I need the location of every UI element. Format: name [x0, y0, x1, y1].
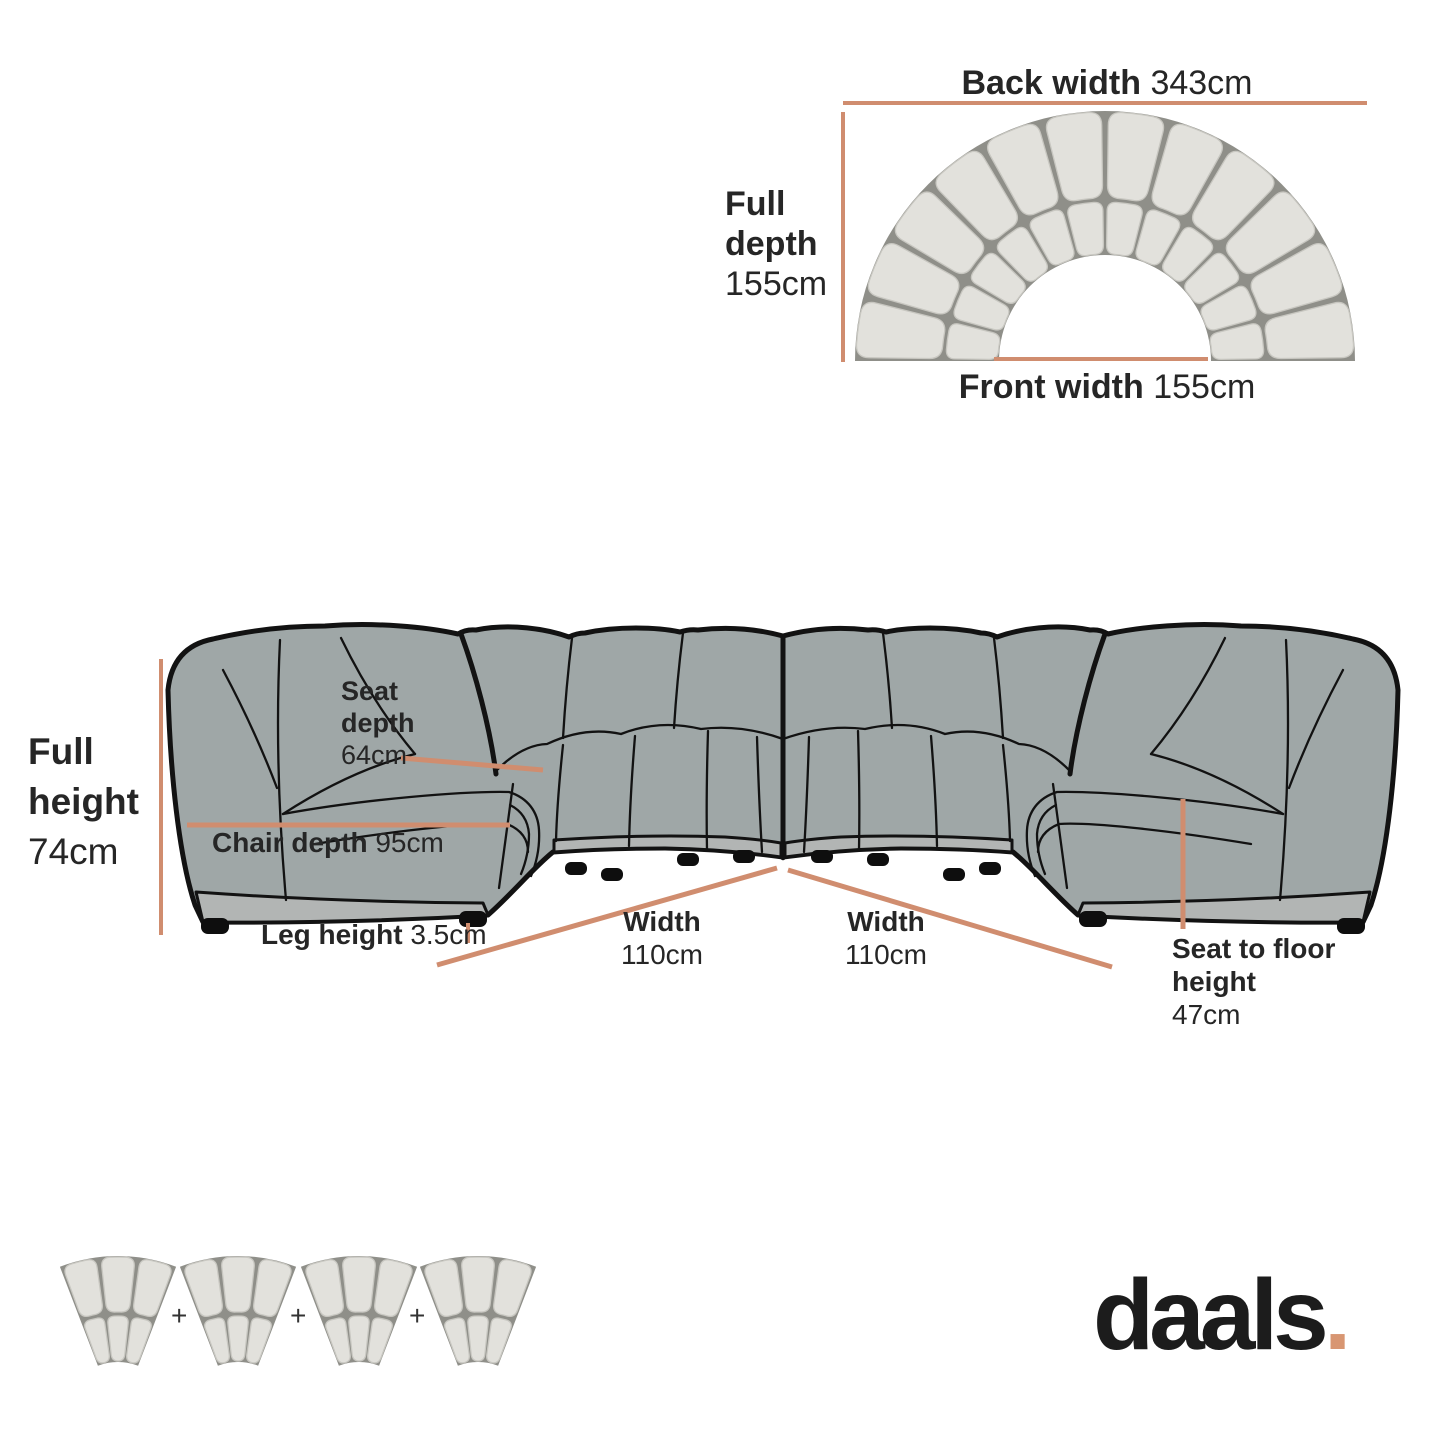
full-height-label: Full height 74cm — [28, 727, 139, 877]
back-width-value: 343cm — [1150, 64, 1253, 102]
plus-separator: + — [171, 1300, 188, 1331]
plinth-left — [194, 890, 490, 924]
leg-height-label: Leg height 3.5cm — [261, 919, 487, 950]
sofa-foot — [677, 853, 699, 866]
seat-depth-value: 64cm — [341, 739, 408, 770]
plus-separator: + — [409, 1300, 426, 1331]
width-left-label: Width 110cm — [602, 905, 722, 971]
front-width-line — [994, 357, 1208, 361]
sofa-front-view-drawing — [165, 612, 1425, 970]
sofa-top-view — [855, 111, 1355, 361]
brand-logo: daals. — [1093, 1259, 1352, 1371]
full-height-line — [159, 659, 163, 935]
full-depth-line — [841, 112, 845, 362]
seat-depth-line — [400, 755, 544, 773]
sofa-foot — [601, 868, 623, 881]
seat-to-floor-label: Seat to floor height 47cm — [1172, 933, 1336, 1031]
chair-depth-value: 95cm — [375, 827, 444, 858]
leg-height-value: 3.5cm — [410, 919, 487, 950]
full-depth-value: 155cm — [725, 265, 828, 304]
plus-separator: + — [290, 1300, 307, 1331]
sofa-silhouette — [165, 622, 786, 925]
back-width-label: Back width 343cm — [961, 64, 1253, 102]
full-depth-label: Full depth 155cm — [725, 185, 828, 304]
module-thumbnail — [59, 1256, 177, 1366]
module-thumbnail — [179, 1256, 297, 1366]
width-left-line — [436, 865, 778, 968]
module-thumbnail — [300, 1256, 418, 1366]
seat-to-floor-value: 47cm — [1172, 999, 1241, 1031]
sofa-foot — [201, 918, 229, 934]
seat-depth-label: Seat depth 64cm — [341, 676, 415, 770]
module-thumbnail — [419, 1256, 537, 1366]
chair-depth-label: Chair depth 95cm — [212, 827, 444, 858]
width-right-value: 110cm — [845, 939, 927, 971]
channel-seams — [221, 631, 785, 902]
front-width-label: Front width 155cm — [958, 368, 1256, 406]
full-height-value: 74cm — [28, 830, 119, 872]
width-right-line — [787, 867, 1113, 970]
sofa-foot — [565, 862, 587, 875]
back-width-line — [843, 101, 1367, 105]
sofa-foot — [733, 850, 755, 863]
front-width-value: 155cm — [1153, 368, 1256, 406]
corner-module-seam — [458, 631, 499, 777]
width-right-label: Width 110cm — [826, 905, 946, 971]
logo-dot: . — [1323, 1259, 1352, 1371]
width-left-value: 110cm — [621, 939, 703, 971]
